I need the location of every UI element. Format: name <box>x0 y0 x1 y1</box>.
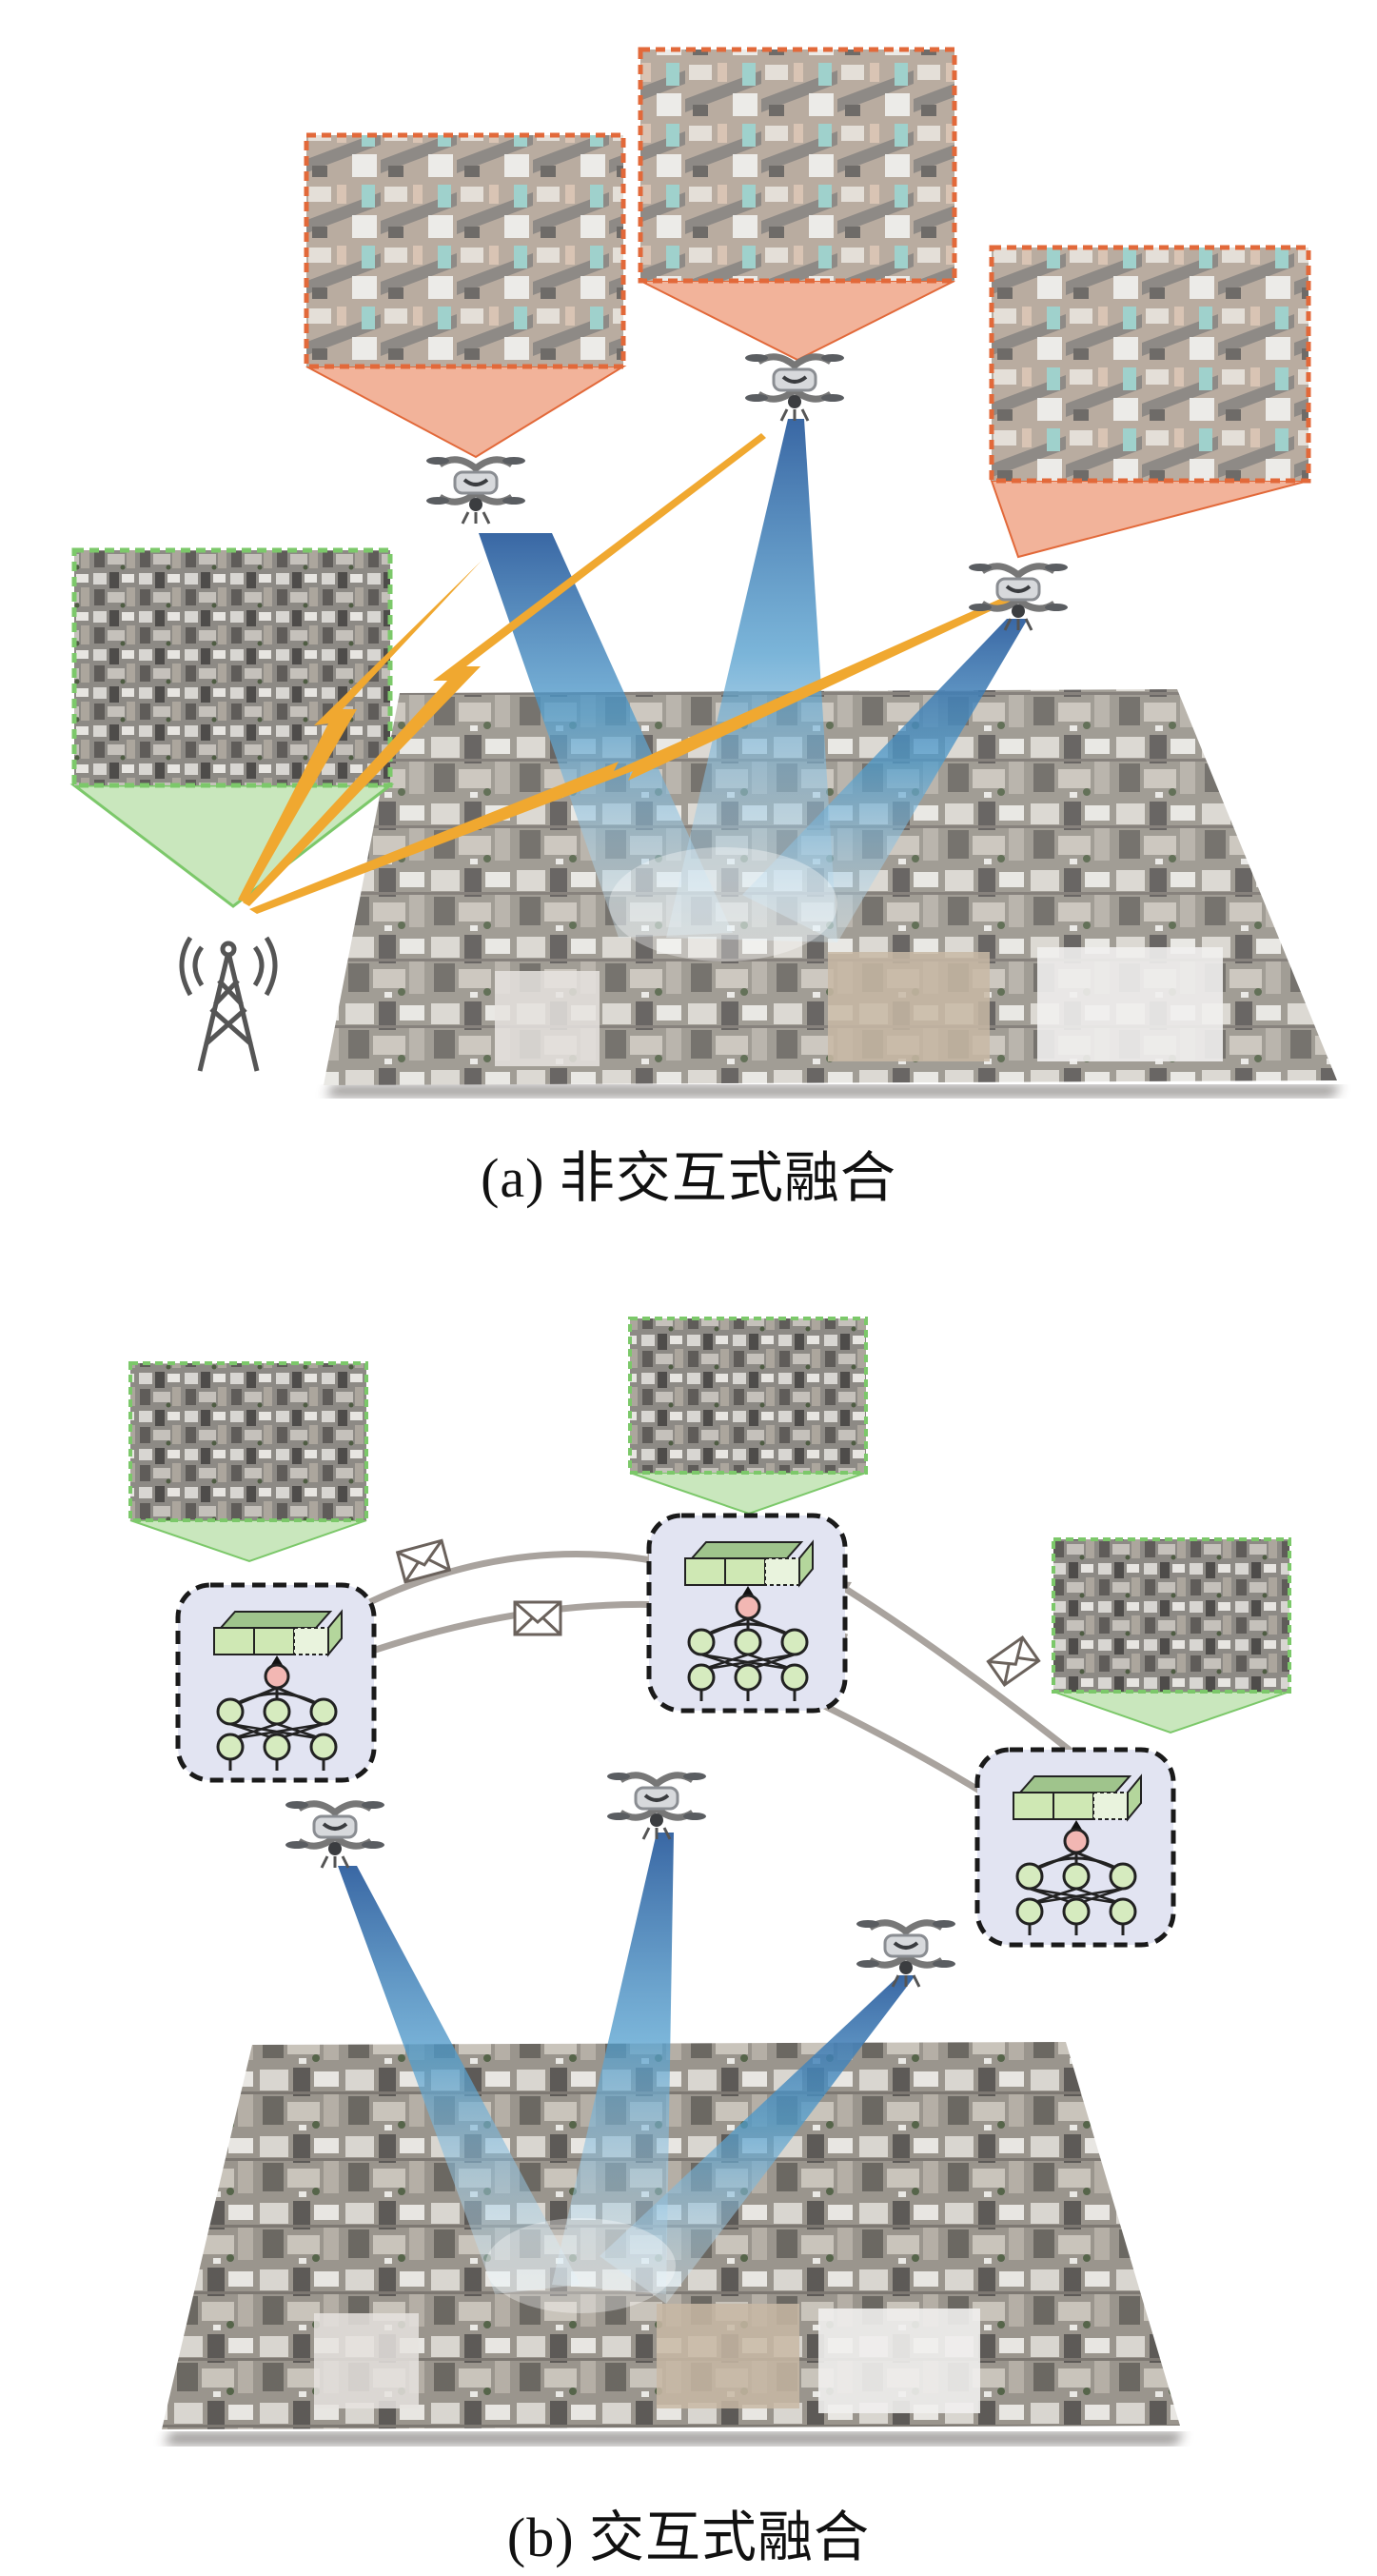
node-box-3 <box>977 1750 1173 1945</box>
drone-view-b1 <box>128 1361 368 1563</box>
drone-view-a3 <box>989 245 1311 559</box>
drone-icon <box>745 354 844 421</box>
base-station-view <box>69 547 395 908</box>
envelope-icon <box>513 1600 562 1636</box>
caption-panel-a: (a) 非交互式融合 <box>481 1147 896 1209</box>
panel-a <box>69 47 1342 1097</box>
drone-icon <box>969 564 1068 630</box>
node-box-2 <box>649 1516 845 1711</box>
drone-view-b3 <box>1052 1537 1291 1734</box>
drone-beams-b <box>338 1833 915 2313</box>
drone-icon <box>426 457 525 524</box>
drone-view-a2 <box>638 47 957 362</box>
drone-view-b2 <box>628 1317 868 1516</box>
panel-b <box>128 1317 1291 2445</box>
caption-panel-b: (b) 交互式融合 <box>506 2507 871 2568</box>
cell-tower-icon <box>179 936 278 1072</box>
envelope-icon <box>395 1538 452 1584</box>
drone-beams-a <box>479 419 1028 961</box>
node-box-1 <box>178 1585 374 1780</box>
drone-icon <box>285 1801 384 1868</box>
drone-view-a1 <box>304 132 627 459</box>
drone-icon <box>856 1920 955 1987</box>
lightning-link-icon <box>238 433 1011 914</box>
envelope-icon <box>986 1635 1041 1687</box>
drone-icon <box>607 1773 706 1839</box>
